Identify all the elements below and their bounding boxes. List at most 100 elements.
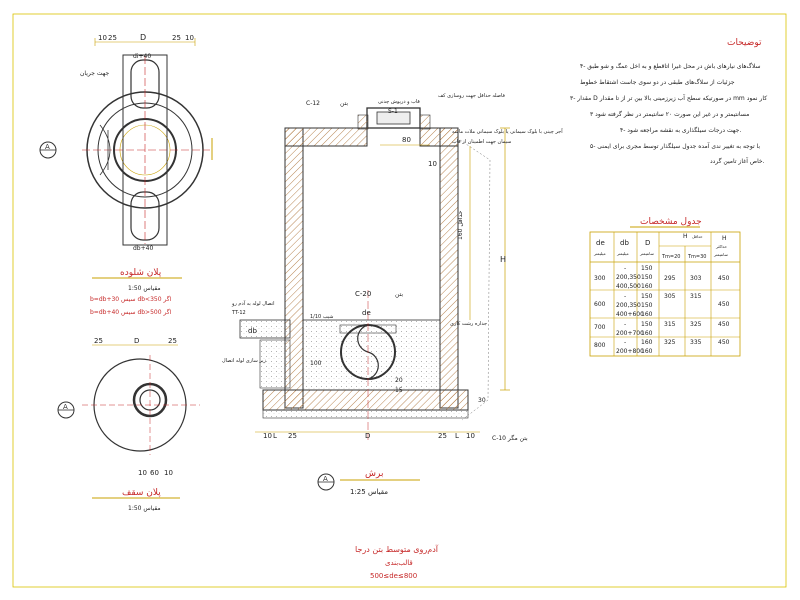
lbl-c12: C-12 [306,100,320,107]
r4-Ha: 325 [664,339,676,346]
r2-H2: 450 [718,301,730,308]
title-line1: آدم‌روی متوسط بتن درجا [355,544,439,554]
dim-100: 100 [310,360,322,367]
lbl-de: de [362,309,371,317]
dim-80: 80 [402,136,411,144]
lbl-blinding: C-10 بتن مگر [492,434,528,442]
marker-letter: A [45,143,50,151]
plan-bottom-scale: مقیاس 1:50 [128,505,161,512]
title-block: آدم‌روی متوسط بتن درجا قالب‌بندی 500≤de≤… [355,544,439,580]
r1-D2: 150 [641,274,653,281]
lbl-tt12: TT-12 [231,310,246,316]
r3-Hb: 325 [690,321,702,328]
dim-30: 30 [478,397,486,404]
r1-Hb: 303 [690,275,702,282]
right-wall [439,127,459,409]
plan-top-scale: مقیاس 1:50 [128,285,161,292]
th-de-unit: میلیمتر [593,251,606,256]
th-H2-unit: سانتیمتر [713,252,728,257]
plan-bottom: 25 D 25 A 10 60 10 پلان سقف مقیاس 1:50 [57,337,200,512]
dim-top-r2: 25 [172,34,181,42]
r3-D2: 160 [641,330,653,337]
r4-de: 800 [594,342,606,349]
dim-15: 15 [395,387,403,394]
lbl-cement: سیمان جهت اطمینان از قاب [452,139,511,145]
lbl-pipe-bed: زیر سازی لوله اتصال [222,358,267,364]
bd-10a: 10 [263,432,272,440]
r2-Ha: 305 [664,293,676,300]
title-line3: 500≤de≤800 [370,572,417,580]
lbl-c20: C-20 [355,290,371,298]
r2-D3: 160 [641,311,653,318]
th-D-unit: سانتیمتر [639,251,654,256]
note-6: ۵- با توجه به تغییر ندی آمده جدول سیلگذا… [590,141,760,150]
r2-db2: 200,350 [616,302,641,309]
th-db-unit: میلیمتر [616,251,629,256]
table-title: جدول مشخصات [640,217,702,227]
r3-H2: 450 [718,321,730,328]
plan-top: 10 25 D 25 10 di+40 db+40 جهت جریان A پل… [39,33,213,316]
bd-Lb: L [455,432,459,440]
note-5: ۴- جهت درجات سیلگذاری به نقشه مراجعه شود… [620,126,741,134]
r3-Ha: 315 [664,321,676,328]
r3-db2: 200+700 [616,330,644,337]
bot-dim2-a: 10 [138,469,147,477]
r2-de: 600 [594,301,606,308]
inlet-pipe [239,319,291,339]
bot-dim-D: D [134,337,139,345]
sheet-border [12,13,787,588]
bot-dim-r: 25 [168,337,177,345]
base-slab [262,389,469,411]
r1-db2: 200,350 [616,274,641,281]
lbl-beton2: بتن [395,291,403,298]
r2-D2: 150 [641,302,653,309]
dim-H: H [500,255,506,264]
th-Ha: Tm=20 [661,254,680,260]
r2-db1: - [624,293,626,300]
r4-D2: 160 [641,348,653,355]
roof-slab-right [419,127,459,147]
note-2: جزئیات از سلاگ‌های طبقی در دو سوی جاست ا… [580,77,735,86]
dim-20: 20 [395,377,403,384]
th-H2: H [722,235,727,242]
r4-D1: 160 [641,339,653,346]
r3-D1: 150 [641,321,653,328]
section-marker-letter: A [323,475,328,483]
section-view: H 160 حداقل 80 10 10 L 25 D 25 L 10 C-12… [222,93,563,496]
r1-de: 300 [594,275,606,282]
lbl-plaster: جداره رشت کاری [450,321,487,327]
th-H2-sub: حداکثر [715,244,728,249]
plan-top-note1: b=db+30 سیس db<350 اگر [90,295,172,303]
r2-db3: 400+600 [616,311,644,318]
th-D: D [645,239,650,247]
section-scale: مقیاس 1:25 [350,488,388,496]
bd-10b: 10 [466,432,475,440]
flow-label: جهت جریان [80,70,109,77]
bd-D: D [365,432,370,440]
r4-H2: 450 [718,339,730,346]
bd-25a: 25 [288,432,297,440]
bd-25b: 25 [438,432,447,440]
th-Hb: Tm=30 [687,254,706,260]
plan-bottom-title: پلان سقف [122,488,161,498]
r1-D3: 160 [641,283,653,290]
spec-table: جدول مشخصات de میلیمتر db میلیمتر D سانت… [589,217,741,357]
dim-top-l2: 25 [108,34,117,42]
lbl-beton: بتن [340,100,348,107]
lbl-cover: قاب و درپوش چدنی [378,99,420,105]
r2-Hb: 315 [690,293,702,300]
section-title: برش [365,469,383,479]
r1-H2: 450 [718,275,730,282]
marker-letter-bottom: A [63,403,68,411]
th-H-sub: حداقل [692,234,703,239]
bot-dim2-b: 60 [150,469,159,477]
dim-160: 160 حداقل [457,210,464,240]
lbl-slope: شیب 1/10 [310,314,333,320]
r3-de: 700 [594,324,606,331]
title-line2: قالب‌بندی [385,559,413,567]
r3-db1: - [624,321,626,328]
r1-db3: 400,500 [616,283,641,290]
roof-slab-left [284,127,368,147]
r2-D1: 150 [641,293,653,300]
dim-10: 10 [428,160,437,168]
